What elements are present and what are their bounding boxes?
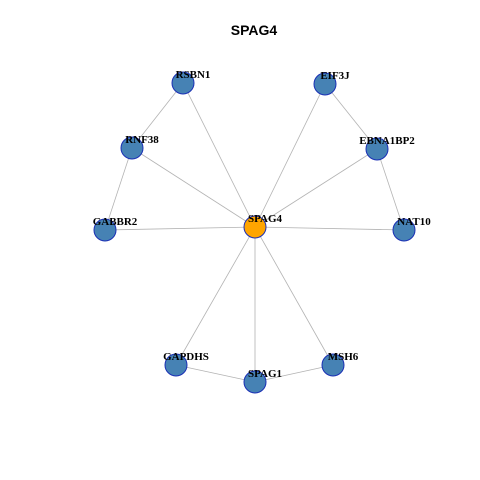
edge-layer <box>104 82 405 383</box>
node-label-msh6: MSH6 <box>328 351 359 363</box>
edge-spag4-gapdhs <box>175 226 256 366</box>
edge-spag4-rsbn1 <box>182 82 256 228</box>
edge-gapdhs-spag1 <box>175 364 256 383</box>
node-gapdhs[interactable] <box>164 353 188 377</box>
node-label-ebna1bp2: EBNA1BP2 <box>359 135 415 147</box>
node-msh6[interactable] <box>321 353 345 377</box>
node-label-spag4: SPAG4 <box>248 213 283 225</box>
node-spag1[interactable] <box>243 370 267 394</box>
node-ebna1bp2[interactable] <box>365 137 389 161</box>
edge-rsbn1-rnf38 <box>131 82 184 149</box>
node-rnf38[interactable] <box>120 136 144 160</box>
node-label-spag1: SPAG1 <box>248 368 282 380</box>
node-label-gabbr2: GABBR2 <box>93 216 138 228</box>
edge-rnf38-gabbr2 <box>104 147 133 231</box>
diagram-title: SPAG4 <box>231 22 278 38</box>
node-nat10[interactable] <box>392 218 416 242</box>
edge-spag1-msh6 <box>254 364 334 383</box>
node-label-rsbn1: RSBN1 <box>176 69 211 81</box>
edge-spag4-rnf38 <box>131 147 256 228</box>
edge-ebna1bp2-nat10 <box>376 148 405 231</box>
edge-spag4-gabbr2 <box>104 226 256 231</box>
node-label-gapdhs: GAPDHS <box>163 351 209 363</box>
edge-spag4-ebna1bp2 <box>254 148 378 228</box>
node-label-nat10: NAT10 <box>397 216 431 228</box>
edge-eif3j-ebna1bp2 <box>324 83 378 150</box>
node-spag4[interactable] <box>243 215 267 239</box>
node-eif3j[interactable] <box>313 72 337 96</box>
node-layer <box>93 71 416 394</box>
edge-spag4-msh6 <box>254 226 334 366</box>
edge-spag4-eif3j <box>254 83 326 228</box>
node-rsbn1[interactable] <box>171 71 195 95</box>
node-gabbr2[interactable] <box>93 218 117 242</box>
node-label-eif3j: EIF3J <box>320 70 350 82</box>
node-label-rnf38: RNF38 <box>125 134 159 146</box>
edge-spag4-nat10 <box>254 226 405 231</box>
